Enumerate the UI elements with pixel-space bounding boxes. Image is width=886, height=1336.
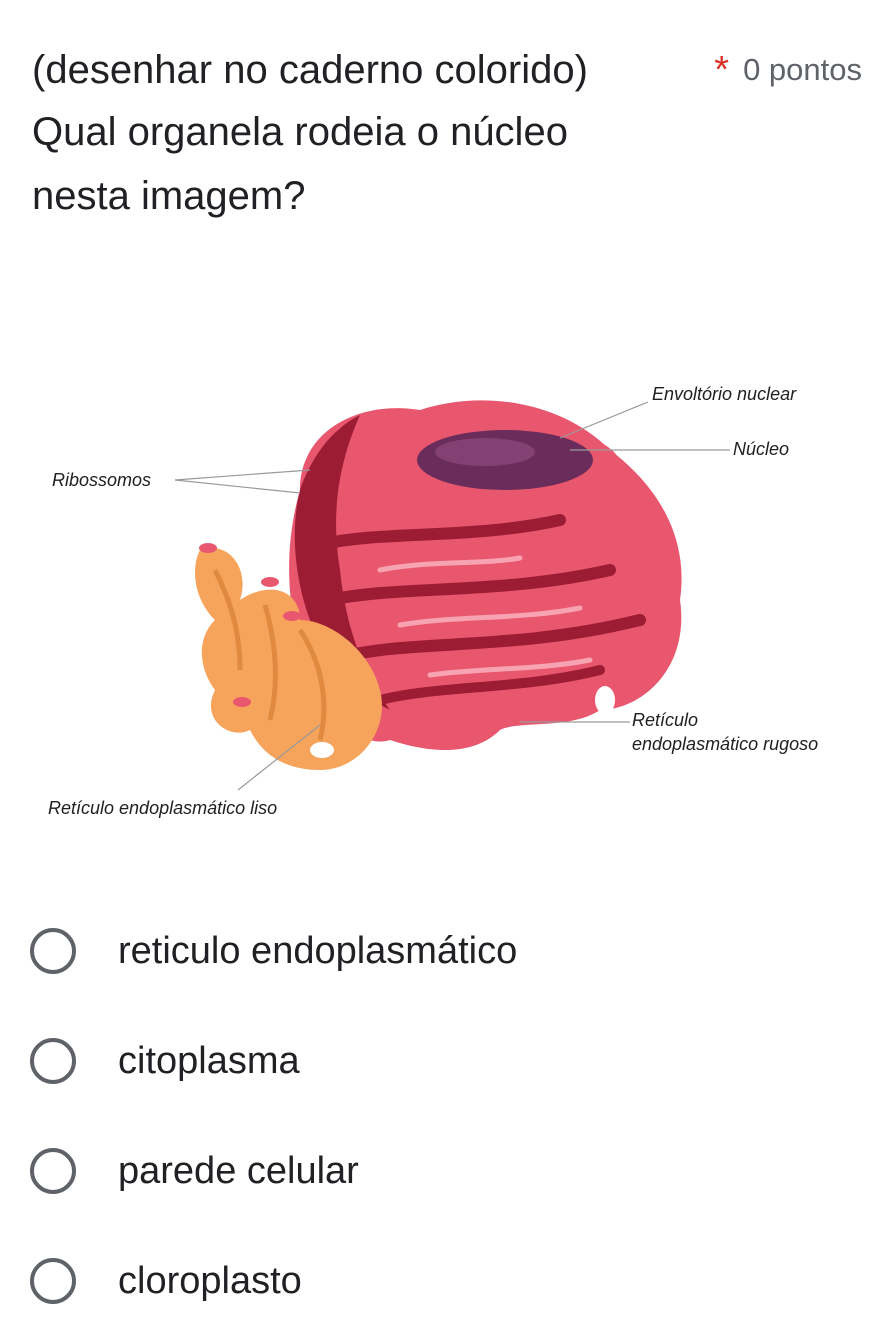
label-envoltorio-nuclear: Envoltório nuclear: [652, 384, 797, 404]
question-header: (desenhar no caderno colorido) * 0 ponto…: [32, 44, 862, 228]
radio-button[interactable]: [30, 1038, 76, 1084]
radio-button[interactable]: [30, 1258, 76, 1304]
er-diagram: [174, 400, 730, 791]
smooth-er-illustration: [195, 543, 382, 770]
question-title-row: (desenhar no caderno colorido) * 0 ponto…: [32, 44, 862, 96]
label-nucleo: Núcleo: [733, 439, 790, 459]
radio-button[interactable]: [30, 1148, 76, 1194]
option-3[interactable]: parede celular: [30, 1116, 860, 1226]
label-reticulo-rugoso-1: Retículo: [632, 710, 699, 730]
option-1[interactable]: reticulo endoplasmático: [30, 896, 860, 1006]
option-label: reticulo endoplasmático: [118, 929, 518, 972]
organelle-figure: Envoltório nuclear Núcleo Ribossomos Ret…: [0, 370, 886, 830]
question-title: (desenhar no caderno colorido): [32, 48, 588, 92]
answer-options: reticulo endoplasmático citoplasma pared…: [30, 896, 860, 1336]
option-label: cloroplasto: [118, 1259, 302, 1302]
points-label: 0 pontos: [743, 52, 862, 87]
option-2[interactable]: citoplasma: [30, 1006, 860, 1116]
label-reticulo-liso: Retículo endoplasmático liso: [48, 798, 278, 818]
option-label: citoplasma: [118, 1039, 300, 1082]
question-text: Qual organela rodeia o núcleo nesta imag…: [32, 110, 568, 218]
radio-button[interactable]: [30, 928, 76, 974]
label-ribossomos: Ribossomos: [52, 470, 152, 490]
option-label: parede celular: [118, 1149, 359, 1192]
required-asterisk: *: [714, 49, 730, 91]
label-reticulo-rugoso-2: endoplasmático rugoso: [632, 734, 819, 754]
leader-lines: [174, 401, 730, 791]
option-4[interactable]: cloroplasto: [30, 1226, 860, 1336]
